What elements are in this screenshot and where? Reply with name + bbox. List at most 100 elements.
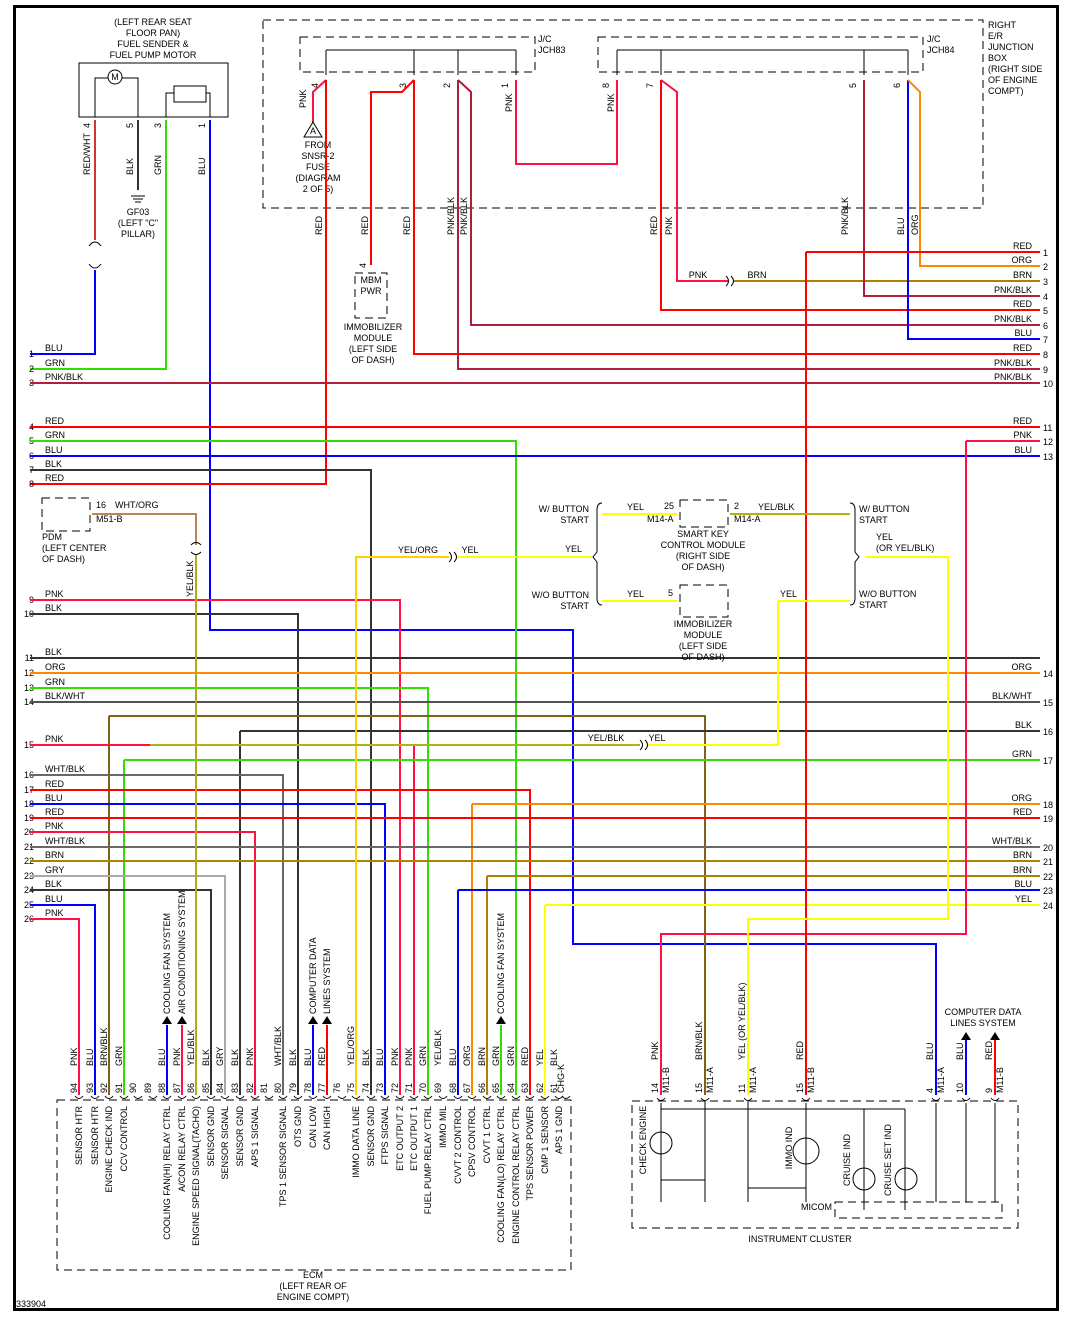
ecm-pin-number: 83 xyxy=(230,1083,240,1093)
wire-blu-r7 xyxy=(907,80,1040,340)
wire-grn xyxy=(30,120,167,370)
right-row-color: BLU xyxy=(1014,879,1032,889)
pdm-caption: (LEFT CENTER xyxy=(42,543,107,553)
left-row-color: GRN xyxy=(45,677,65,687)
left-row-color: GRN xyxy=(45,430,65,440)
row-9 xyxy=(30,599,401,1095)
ecm-pin-number: 93 xyxy=(85,1083,95,1093)
left-row-color: GRN xyxy=(45,358,65,368)
left-row-color: RED xyxy=(45,779,65,789)
wire-color-label: YEL xyxy=(648,733,665,743)
right-row-color: GRN xyxy=(1012,749,1032,759)
right-row-color: RED xyxy=(1013,299,1033,309)
wire-yelorg xyxy=(355,556,449,1095)
arrow-up-icon xyxy=(322,1016,332,1024)
ecm-pin-wire: ORG xyxy=(462,1045,472,1066)
left-row-number: 26 xyxy=(24,914,34,924)
ecm-pin-number: 75 xyxy=(346,1083,356,1093)
right-row-color: RED xyxy=(1013,343,1033,353)
right-row-number: 6 xyxy=(1043,321,1048,331)
brace-right xyxy=(849,502,860,606)
ecm-box xyxy=(56,1099,572,1271)
ecm-pin-wire: RED xyxy=(317,1046,327,1066)
left-row-number: 24 xyxy=(24,885,34,895)
row-26 xyxy=(30,918,80,1095)
ecm-caption: (LEFT REAR OF xyxy=(279,1281,347,1291)
junction-box-label: E/R xyxy=(988,31,1004,41)
pin-connector xyxy=(801,1097,811,1101)
motor-label: M xyxy=(111,72,119,82)
ecm-pin-function: A/CON RELAY CTRL xyxy=(177,1106,187,1192)
right-row-number: 17 xyxy=(1043,756,1053,766)
ecm-pin-function: SENSOR GND xyxy=(366,1106,376,1167)
junction-box-label: COMPT) xyxy=(988,86,1024,96)
smart-key-caption: (RIGHT SIDE xyxy=(676,551,730,561)
ecm-pin-number: 89 xyxy=(143,1083,153,1093)
ecm-pin-function: CVVT 1 CTRL xyxy=(482,1106,492,1163)
immobilizer-caption: OF DASH) xyxy=(681,652,724,662)
ecm-pin-number: 91 xyxy=(114,1083,124,1093)
mbm-label: MBM xyxy=(361,275,382,285)
ecm-arrow-label: LINES SYSTEM xyxy=(322,948,332,1014)
pin-connector xyxy=(467,1095,477,1099)
left-row-color: BLU xyxy=(45,894,63,904)
ecm-pin-wire: BRN/BLK xyxy=(99,1027,109,1066)
ecm-pin-function: SENSOR GND xyxy=(235,1106,245,1167)
connector-icon xyxy=(448,551,457,563)
ecm-pin-function: OTS GND xyxy=(293,1106,303,1148)
right-row-number: 13 xyxy=(1043,452,1053,462)
pin-connector xyxy=(119,1095,129,1099)
mbm-caption: MODULE xyxy=(354,333,393,343)
connector-icon xyxy=(190,542,202,555)
ecm-pin-wire: YEL xyxy=(535,1049,545,1066)
left-row-color: WHT/BLK xyxy=(45,764,85,774)
ecm-pin-number: 84 xyxy=(215,1083,225,1093)
left-row-color: BLK xyxy=(45,459,62,469)
ecm-pin-wire: BLU xyxy=(448,1048,458,1066)
fuel-pump-label: FUEL PUMP MOTOR xyxy=(110,50,197,60)
left-row-color: GRY xyxy=(45,865,64,875)
wire-org-r2 xyxy=(907,79,1040,267)
wire-color-label: YEL xyxy=(780,589,797,599)
ecm-pin-function: ENGINE CONTROL RELAY CTRL xyxy=(511,1106,521,1244)
ecm-pin-number: 81 xyxy=(259,1083,269,1093)
pin-connector xyxy=(293,1095,303,1099)
jch84-label: J/C xyxy=(927,34,941,44)
pin-connector xyxy=(961,1097,971,1101)
ecm-pin-wire: YEL/BLK xyxy=(433,1029,443,1066)
ecm-pin-function: SENSOR HTR xyxy=(74,1106,84,1166)
left-row-number: 14 xyxy=(24,697,34,707)
ecm-pin-function: COOLING FAN(LO) RELAY CTRL xyxy=(496,1106,506,1243)
option-left-with: W/ BUTTON xyxy=(539,504,589,514)
right-row-number: 5 xyxy=(1043,306,1048,316)
cluster-pin-wire: RED xyxy=(795,1040,805,1060)
ecm-pin-function: ETC OUTPUT 1 xyxy=(409,1106,419,1171)
ecm-pin-function: CVVT 2 CONTROL xyxy=(453,1106,463,1184)
right-row-number: 15 xyxy=(1043,698,1053,708)
wire-color-label: PNK xyxy=(504,93,514,112)
right-row-number: 12 xyxy=(1043,437,1053,447)
fuel-pump-label: (LEFT REAR SEAT xyxy=(114,17,192,27)
cluster-pin-conn: M11-B xyxy=(661,1067,671,1093)
cluster-pin-number: 4 xyxy=(925,1088,935,1093)
wire-color-label: YEL xyxy=(627,589,644,599)
cluster-pin-wire: YEL (OR YEL/BLK) xyxy=(737,982,747,1060)
left-row-color: BLK xyxy=(45,879,62,889)
ecm-pin-number: 82 xyxy=(245,1083,255,1093)
ecm-pin-number: 76 xyxy=(332,1083,342,1093)
immobilizer-caption: (LEFT SIDE xyxy=(679,641,727,651)
junction-box-label: OF ENGINE xyxy=(988,75,1038,85)
ecm-pin-number: 72 xyxy=(390,1083,400,1093)
mbm-box xyxy=(354,272,388,319)
connector-icon xyxy=(725,275,734,287)
wire-blu xyxy=(209,120,937,1095)
junction-box-label: (RIGHT SIDE xyxy=(988,64,1042,74)
ecm-pin-number: 73 xyxy=(375,1083,385,1093)
fuse-ref-label: SNSR-2 xyxy=(301,151,334,161)
left-row-color: RED xyxy=(45,473,65,483)
ecm-pin-function: SENSOR SIGNAL xyxy=(220,1106,230,1180)
pin-number: 1 xyxy=(197,123,207,128)
left-row-number: 8 xyxy=(29,479,34,489)
pin-connector xyxy=(380,1095,390,1099)
wire-yel-r xyxy=(648,601,779,746)
